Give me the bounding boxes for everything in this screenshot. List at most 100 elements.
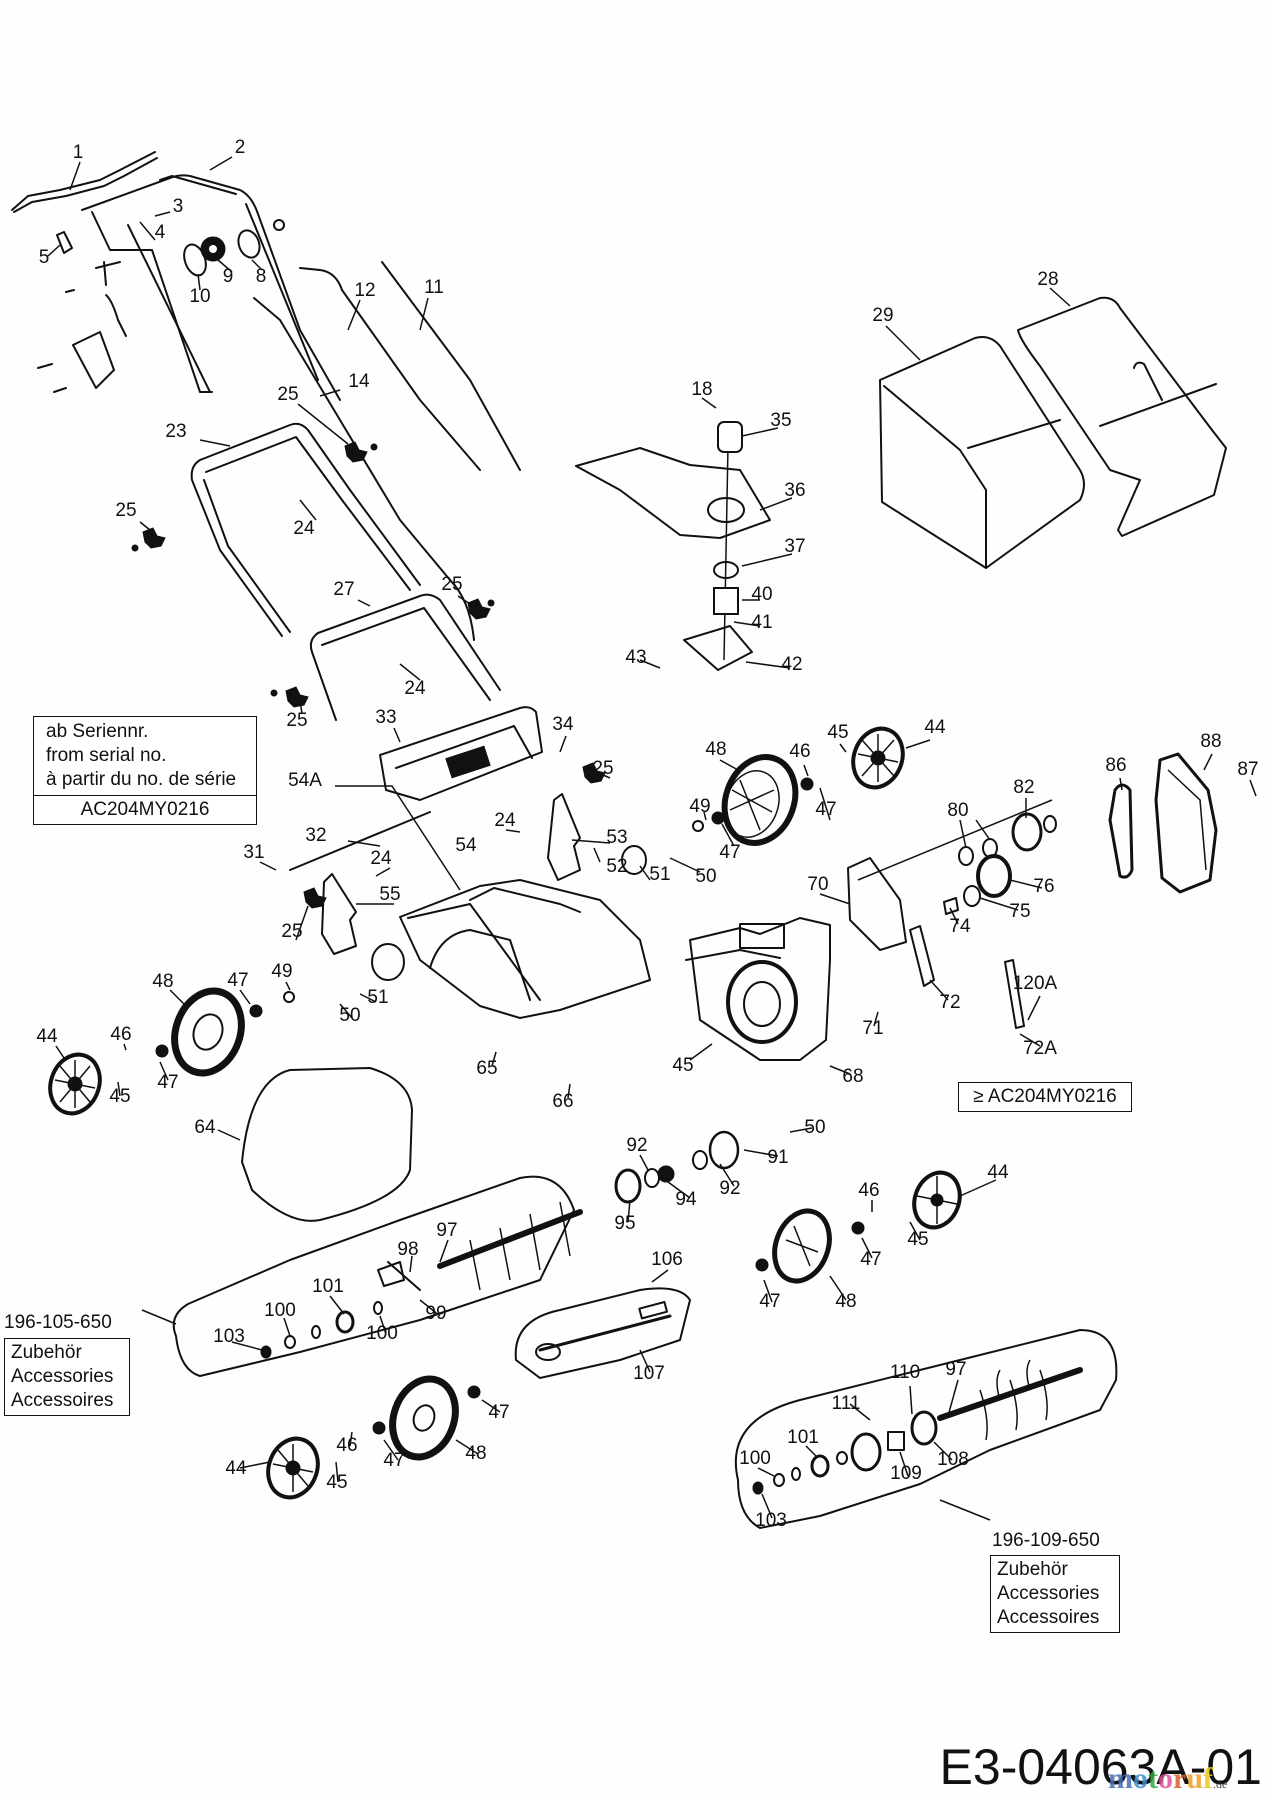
bearings-kit-1 xyxy=(260,1301,383,1359)
callout-14: 14 xyxy=(348,371,370,392)
callout-100: 100 xyxy=(739,1448,771,1469)
callout-107: 107 xyxy=(633,1363,665,1384)
wheel-lower-left xyxy=(372,1375,481,1461)
callout-46: 46 xyxy=(858,1180,879,1201)
callout-109: 109 xyxy=(890,1463,922,1484)
serial-note-line-fr: à partir du no. de série xyxy=(46,769,237,790)
callout-49: 49 xyxy=(689,796,710,817)
callout-47: 47 xyxy=(227,970,248,991)
handle-knobs-upper xyxy=(37,219,285,393)
spring-tine-roller-kit xyxy=(752,1359,1083,1495)
callout-50: 50 xyxy=(695,866,716,887)
serial-note-line-en: from serial no. xyxy=(46,745,167,766)
callout-103: 103 xyxy=(213,1326,245,1347)
hubcap-lower-left xyxy=(266,1436,320,1500)
serial-ge-note: ≥ AC204MY0216 xyxy=(958,1082,1132,1112)
callout-42: 42 xyxy=(781,654,802,675)
callout-47: 47 xyxy=(488,1402,509,1423)
callout-8: 8 xyxy=(256,266,267,287)
accessory-kit-box-right: Zubehör Accessories Accessoires xyxy=(990,1555,1120,1633)
callout-74: 74 xyxy=(949,916,971,937)
callout-44: 44 xyxy=(924,717,946,738)
callout-97: 97 xyxy=(945,1359,966,1380)
callout-24: 24 xyxy=(404,678,426,699)
accessory-kit-code-right: 196-109-650 xyxy=(992,1530,1100,1551)
callout-92: 92 xyxy=(626,1135,647,1156)
accessory-outline-64 xyxy=(241,1067,413,1222)
wheel-rear-right xyxy=(755,1208,865,1284)
callout-88: 88 xyxy=(1200,731,1221,752)
callout-52: 52 xyxy=(606,856,627,877)
callout-37: 37 xyxy=(784,536,805,557)
callout-94: 94 xyxy=(675,1189,697,1210)
callout-99: 99 xyxy=(425,1303,446,1324)
watermark-logo: motoruf.de xyxy=(1108,1762,1227,1796)
callout-45: 45 xyxy=(907,1229,928,1250)
callout-45: 45 xyxy=(326,1472,347,1493)
callout-64: 64 xyxy=(194,1117,216,1138)
cables xyxy=(253,261,521,641)
callout-47: 47 xyxy=(157,1072,178,1093)
height-adjust-column xyxy=(683,421,753,671)
callout-55: 55 xyxy=(379,884,400,905)
accessory-label-fr: Accessoires xyxy=(997,1607,1100,1628)
accessory-kit-box-left: Zubehör Accessories Accessoires xyxy=(4,1338,130,1416)
callout-51: 51 xyxy=(367,987,388,1008)
callout-45: 45 xyxy=(672,1055,693,1076)
wheel-front-right xyxy=(692,754,814,846)
discharge-chute-36 xyxy=(575,447,771,539)
hubcap-front-right xyxy=(851,726,905,790)
drive-belt-86 xyxy=(1108,783,1134,879)
callout-23: 23 xyxy=(165,421,186,442)
callout-100: 100 xyxy=(366,1323,398,1344)
callout-53: 53 xyxy=(606,827,627,848)
roller-107 xyxy=(535,1300,672,1361)
callout-28: 28 xyxy=(1037,269,1058,290)
flap-rod xyxy=(289,811,431,871)
callout-24: 24 xyxy=(494,810,516,831)
callout-36: 36 xyxy=(784,480,805,501)
callout-65: 65 xyxy=(476,1058,497,1079)
callout-97: 97 xyxy=(436,1220,457,1241)
watermark-tld: .de xyxy=(1213,1777,1228,1791)
callout-2: 2 xyxy=(235,137,246,158)
callout-54A: 54A xyxy=(288,770,322,791)
middle-handle xyxy=(190,422,421,637)
callout-45: 45 xyxy=(109,1086,130,1107)
accessory-label-de: Zubehör xyxy=(11,1342,82,1363)
callout-35: 35 xyxy=(770,410,791,431)
callout-91: 91 xyxy=(767,1147,788,1168)
callout-120A: 120A xyxy=(1013,973,1058,994)
callout-12: 12 xyxy=(354,280,375,301)
callout-72: 72 xyxy=(939,992,960,1013)
callout-9: 9 xyxy=(223,266,234,287)
callout-40: 40 xyxy=(751,584,772,605)
watermark-letter: m xyxy=(1108,1762,1133,1795)
callout-95: 95 xyxy=(614,1213,635,1234)
callout-47: 47 xyxy=(719,842,740,863)
callout-43: 43 xyxy=(625,647,646,668)
callout-10: 10 xyxy=(189,286,210,307)
callout-1: 1 xyxy=(73,142,84,163)
callout-71: 71 xyxy=(862,1018,883,1039)
callout-70: 70 xyxy=(807,874,828,895)
callout-47: 47 xyxy=(860,1249,881,1270)
callout-75: 75 xyxy=(1009,901,1030,922)
accessory-label-fr: Accessoires xyxy=(11,1390,114,1411)
tine-shaft-97 xyxy=(377,1201,583,1291)
wheel-rear-left xyxy=(155,987,295,1077)
callout-87: 87 xyxy=(1237,759,1258,780)
watermark-letter: o xyxy=(1158,1762,1173,1795)
watermark-letter: o xyxy=(1133,1762,1148,1795)
serial-number-note: ab Seriennr. from serial no. à partir du… xyxy=(33,716,257,825)
serial-note-number: AC204MY0216 xyxy=(34,795,256,824)
accessory-outline-196-109-650 xyxy=(734,1329,1118,1529)
callout-29: 29 xyxy=(872,305,893,326)
rear-flap xyxy=(379,706,543,801)
callout-44: 44 xyxy=(225,1458,247,1479)
serial-note-line-de: ab Seriennr. xyxy=(46,721,149,742)
callout-25: 25 xyxy=(277,384,298,405)
callout-5: 5 xyxy=(39,247,50,268)
